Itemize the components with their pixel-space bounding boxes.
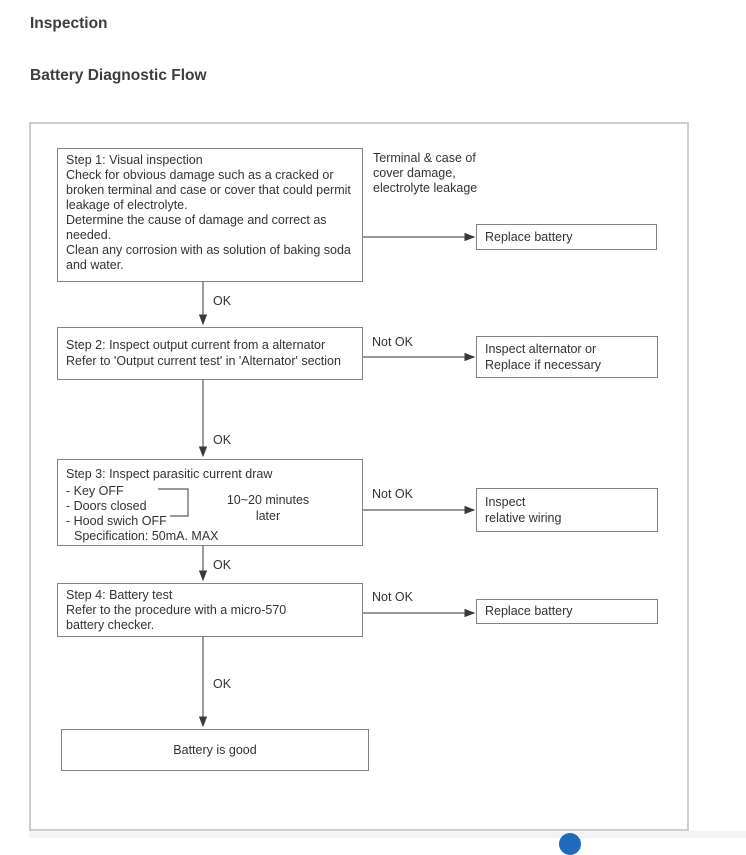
ok-label-4: OK: [213, 677, 232, 691]
inspect-alternator-box: Inspect alternator or Replace if necessa…: [476, 336, 658, 378]
step4-battery-test-box: Step 4: Battery test Refer to the proced…: [57, 583, 363, 637]
step3-checklist: - Key OFF - Doors closed - Hood swich OF…: [66, 484, 167, 528]
flowchart-panel: Step 1: Visual inspection Check for obvi…: [29, 122, 689, 831]
ok-label-2: OK: [213, 433, 232, 447]
step3-title: Step 3: Inspect parasitic current draw: [66, 467, 273, 481]
ok-label-3: OK: [213, 558, 232, 572]
replace-battery-box-top: Replace battery: [476, 224, 657, 250]
section-title: Battery Diagnostic Flow: [30, 66, 207, 84]
replace-battery-label: Replace battery: [485, 604, 573, 618]
battery-good-box: Battery is good: [61, 729, 369, 771]
not-ok-label-2: Not OK: [372, 487, 413, 501]
floating-action-button[interactable]: [559, 833, 581, 855]
page-title: Inspection: [30, 15, 108, 33]
inspect-wiring-box: Inspect relative wiring: [476, 488, 658, 532]
step3-parasitic-draw-box: Step 3: Inspect parasitic current draw -…: [57, 459, 363, 546]
step1-visual-inspection-box: Step 1: Visual inspection Check for obvi…: [57, 148, 363, 282]
step1-fail-reason-label: Terminal & case of cover damage, electro…: [373, 151, 478, 195]
battery-good-label: Battery is good: [173, 742, 257, 757]
step3-wait-time-label: 10~20 minutes later: [226, 493, 310, 523]
footer-band: [29, 831, 746, 838]
step2-alternator-output-box: Step 2: Inspect output current from a al…: [57, 327, 363, 380]
not-ok-label-1: Not OK: [372, 335, 413, 349]
step3-specification: Specification: 50mA. MAX: [74, 529, 219, 543]
replace-battery-label: Replace battery: [485, 229, 573, 244]
ok-label-1: OK: [213, 294, 232, 308]
not-ok-label-3: Not OK: [372, 590, 413, 604]
replace-battery-box-bottom: Replace battery: [476, 599, 658, 624]
